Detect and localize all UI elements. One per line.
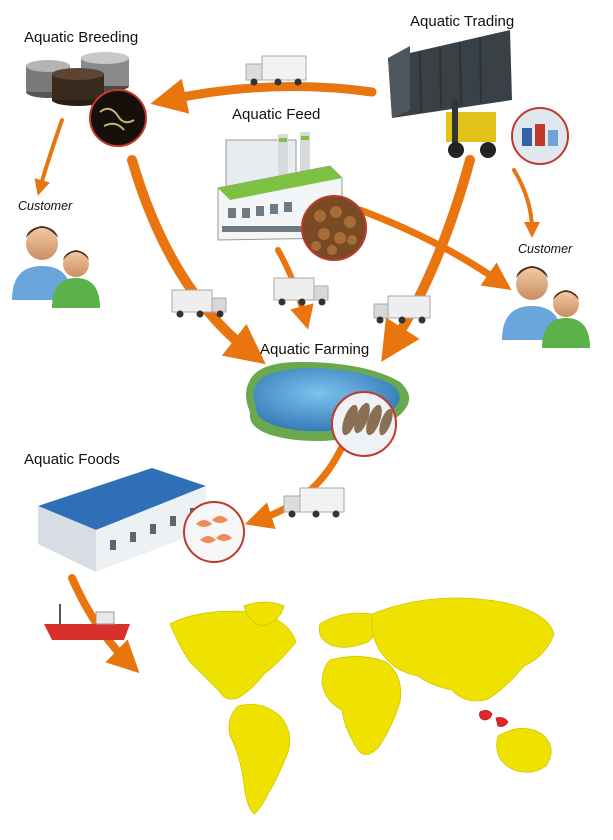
label-aquatic-breeding: Aquatic Breeding [24,29,139,46]
truck-right [373,295,431,324]
truck-top [245,55,307,86]
south-america [228,703,291,815]
europe [318,612,377,648]
truck-bottom [283,487,345,518]
arrow-trading-to-breeding [150,78,377,114]
label-aquatic-foods: Aquatic Foods [24,451,120,468]
food-warehouse [38,468,206,572]
world-map [169,597,555,815]
greenland [243,601,285,627]
truck-middle [273,277,329,306]
malaysia-highlight [479,710,509,727]
australia [496,728,552,773]
label-aquatic-farming: Aquatic Farming [260,341,370,358]
cargo-ship [44,604,130,640]
north-america [169,610,297,700]
breeding-tanks [26,52,129,106]
africa [321,656,402,755]
arrow-feed-to-customer [356,206,512,291]
customer-people-left [12,226,100,308]
trade-goods-photo [511,107,569,165]
feed-pellets-photo [301,195,367,261]
shrimp-photo [331,391,397,457]
label-customer-right: Customer [518,242,573,256]
shrimp-dish-photo [183,501,245,563]
truck-left [171,289,227,318]
label-customer-left: Customer [18,199,73,213]
asia [371,597,555,702]
arrow-trading-to-farming [381,155,475,362]
arrow-breeding-to-customer [34,118,64,196]
shipping-container-forklift [388,30,512,158]
customer-people-right [502,266,590,348]
label-aquatic-feed: Aquatic Feed [232,106,321,123]
arrow-breeding-to-farming [127,155,266,365]
arrow-trading-to-customer [512,168,540,238]
label-aquatic-trading: Aquatic Trading [410,13,515,30]
shrimp-larvae-photo [89,89,147,147]
